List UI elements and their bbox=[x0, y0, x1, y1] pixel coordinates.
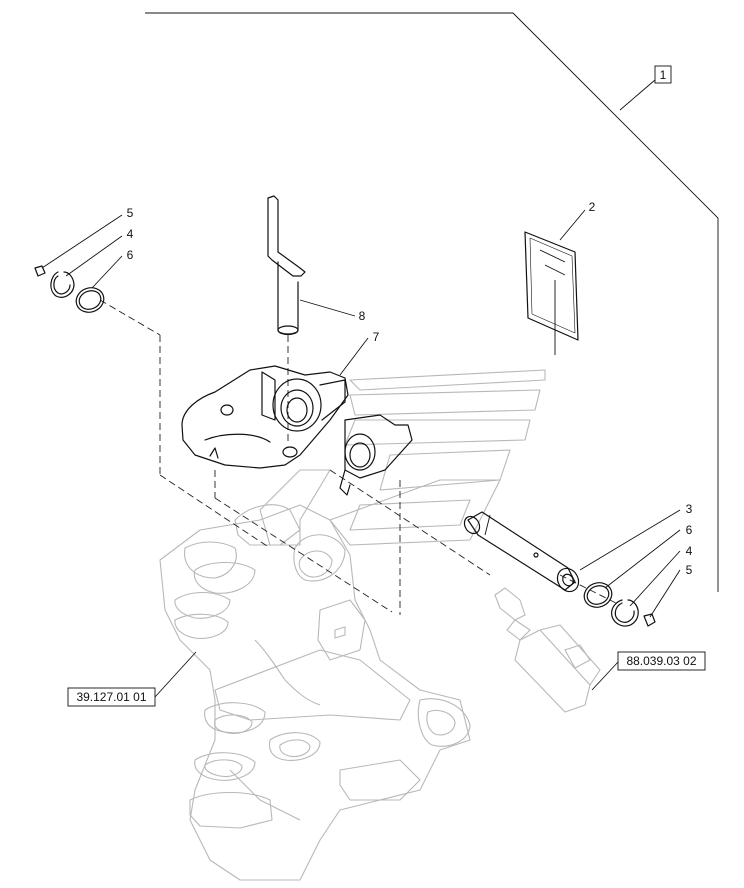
callout-5-right: 5 bbox=[686, 563, 693, 577]
hydraulic-cylinder-ghost bbox=[494, 587, 601, 713]
circlip-4-left bbox=[50, 271, 75, 298]
leader-lines bbox=[41, 209, 681, 698]
part-3-pin bbox=[463, 511, 580, 593]
part-7-pivot-bracket bbox=[181, 365, 413, 496]
reference-box-right bbox=[617, 651, 706, 671]
reference-right: 88.039.03 02 bbox=[626, 654, 696, 668]
ring-6-left bbox=[75, 287, 105, 313]
circlip-4-right bbox=[611, 599, 639, 627]
callout-4-right: 4 bbox=[686, 544, 693, 558]
watermark-logo bbox=[259, 369, 546, 546]
grease-nipple-5-right bbox=[643, 613, 656, 627]
part-8-l-pin bbox=[267, 195, 306, 336]
assembly-bracket bbox=[145, 12, 719, 592]
grease-nipple-5-left bbox=[34, 265, 46, 277]
callout-1: 1 bbox=[660, 68, 667, 82]
callout-7: 7 bbox=[373, 330, 380, 344]
callout-3: 3 bbox=[686, 502, 693, 516]
callout-2: 2 bbox=[589, 200, 596, 214]
callout-4-left: 4 bbox=[127, 227, 134, 241]
pivot-housing-ghost bbox=[159, 504, 471, 881]
reference-left: 39.127.01 01 bbox=[76, 690, 146, 704]
callout-6-left: 6 bbox=[127, 248, 134, 262]
part-2-decal bbox=[524, 231, 579, 355]
callout-8: 8 bbox=[359, 309, 366, 323]
reference-labels: 39.127.01 01 88.039.03 02 bbox=[67, 651, 706, 707]
callout-labels: 1 2 3 6 4 5 5 4 6 7 8 bbox=[127, 65, 693, 577]
callout-1-box bbox=[654, 65, 672, 84]
callout-5-left: 5 bbox=[127, 206, 134, 220]
alignment-lines bbox=[99, 299, 621, 615]
callout-6-right: 6 bbox=[686, 523, 693, 537]
reference-box-left bbox=[67, 687, 156, 707]
ring-6-right bbox=[583, 582, 613, 608]
